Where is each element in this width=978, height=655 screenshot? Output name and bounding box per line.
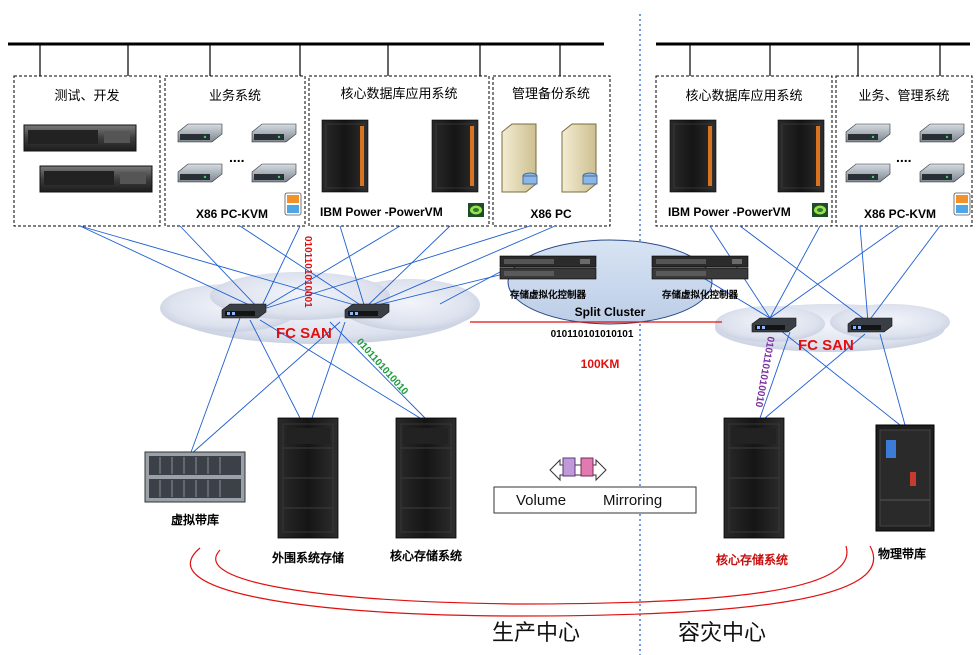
backup-loop-inner (215, 545, 848, 605)
group-core-db (308, 75, 490, 227)
platform-x86-pc: X86 PC (530, 207, 572, 221)
rack-server-icon (39, 165, 153, 193)
physical-tape-icon (875, 424, 935, 532)
dr-ibm-power-rack-icon (777, 119, 825, 193)
distance-label: 100KM (581, 357, 620, 371)
dr-ibm-power-rack-icon (669, 119, 717, 193)
dr-core-storage-icon (723, 417, 785, 539)
virtual-tape-icon (144, 451, 246, 503)
dr-blade-server-icon (845, 163, 891, 183)
blade-server-icon (251, 123, 297, 143)
mirroring-mirroring: Mirroring (603, 492, 662, 509)
group-title-core-db: 核心数据库应用系统 (340, 86, 457, 101)
core-storage-label: 核心存储系统 (390, 548, 462, 563)
dr-platform-ibm-power: IBM Power -PowerVM (668, 205, 791, 219)
dr-center-label: 容灾中心 (678, 620, 766, 645)
dr-ellipsis: .... (896, 149, 912, 165)
mirroring-box (493, 486, 697, 514)
binary-stream-green: 0101101010010 (354, 337, 410, 398)
group-title-test-dev: 测试、开发 (54, 88, 119, 103)
split-cluster-label: Split Cluster (575, 305, 646, 319)
binary-stream-red: 0101101010001 (302, 236, 313, 308)
platform-ibm-power: IBM Power -PowerVM (320, 205, 443, 219)
group-mgmt-backup (492, 75, 611, 227)
san-switch-icon (221, 303, 267, 319)
dr-core-storage-label: 核心存储系统 (716, 552, 788, 567)
blade-server-icon (177, 123, 223, 143)
blade-server-icon (177, 163, 223, 183)
dr-san-label: FC SAN (798, 337, 854, 354)
peripheral-storage-label: 外围系统存储 (272, 550, 344, 565)
dr-platform-x86-kvm: X86 PC-KVM (864, 207, 936, 221)
group-title-business: 业务系统 (209, 88, 261, 103)
dr-controller-label: 存储虚拟化控制器 (661, 289, 739, 301)
dr-group-core-db (655, 75, 833, 227)
san-links (79, 225, 941, 456)
group-test-dev (13, 75, 161, 227)
powervm-badge-icon (468, 203, 484, 217)
binary-stream-purple: 0101101010010 (753, 335, 776, 408)
peripheral-storage-icon (277, 417, 339, 539)
backup-loop-outer (189, 545, 875, 617)
dr-kvm-badge-icon (953, 192, 971, 216)
dr-group-title-business-mgmt: 业务、管理系统 (858, 88, 949, 103)
dr-blade-server-icon (919, 123, 965, 143)
production-center-label: 生产中心 (492, 620, 580, 645)
link-binary: 010110101010101 (551, 329, 634, 340)
mirroring-icon (549, 457, 607, 482)
ellipsis: .... (229, 149, 245, 165)
mirroring-volume: Volume (516, 492, 566, 509)
dr-powervm-badge-icon (812, 203, 828, 217)
virtual-tape-label: 虚拟带库 (171, 512, 219, 527)
dr-san-switch-icon (751, 317, 797, 333)
ibm-power-rack-icon (321, 119, 369, 193)
dr-blade-server-icon (845, 123, 891, 143)
blade-server-icon (251, 163, 297, 183)
rack-server-icon (23, 124, 137, 152)
tower-server-icon (501, 123, 538, 193)
bus-drops (39, 44, 941, 76)
group-business (164, 75, 306, 227)
group-title-mgmt-backup: 管理备份系统 (512, 86, 590, 101)
dr-group-title-core-db: 核心数据库应用系统 (685, 88, 802, 103)
dr-blade-server-icon (919, 163, 965, 183)
core-storage-icon (395, 417, 457, 539)
physical-tape-label: 物理带库 (878, 546, 926, 561)
platform-x86-kvm: X86 PC-KVM (196, 207, 268, 221)
san-switch-icon (344, 303, 390, 319)
dr-group-business-mgmt (835, 75, 973, 227)
tower-server-icon (561, 123, 598, 193)
san-label: FC SAN (276, 325, 332, 342)
controller-label: 存储虚拟化控制器 (509, 289, 587, 301)
ibm-power-rack-icon (431, 119, 479, 193)
dr-san-switch-icon (847, 317, 893, 333)
kvm-badge-icon (284, 192, 302, 216)
